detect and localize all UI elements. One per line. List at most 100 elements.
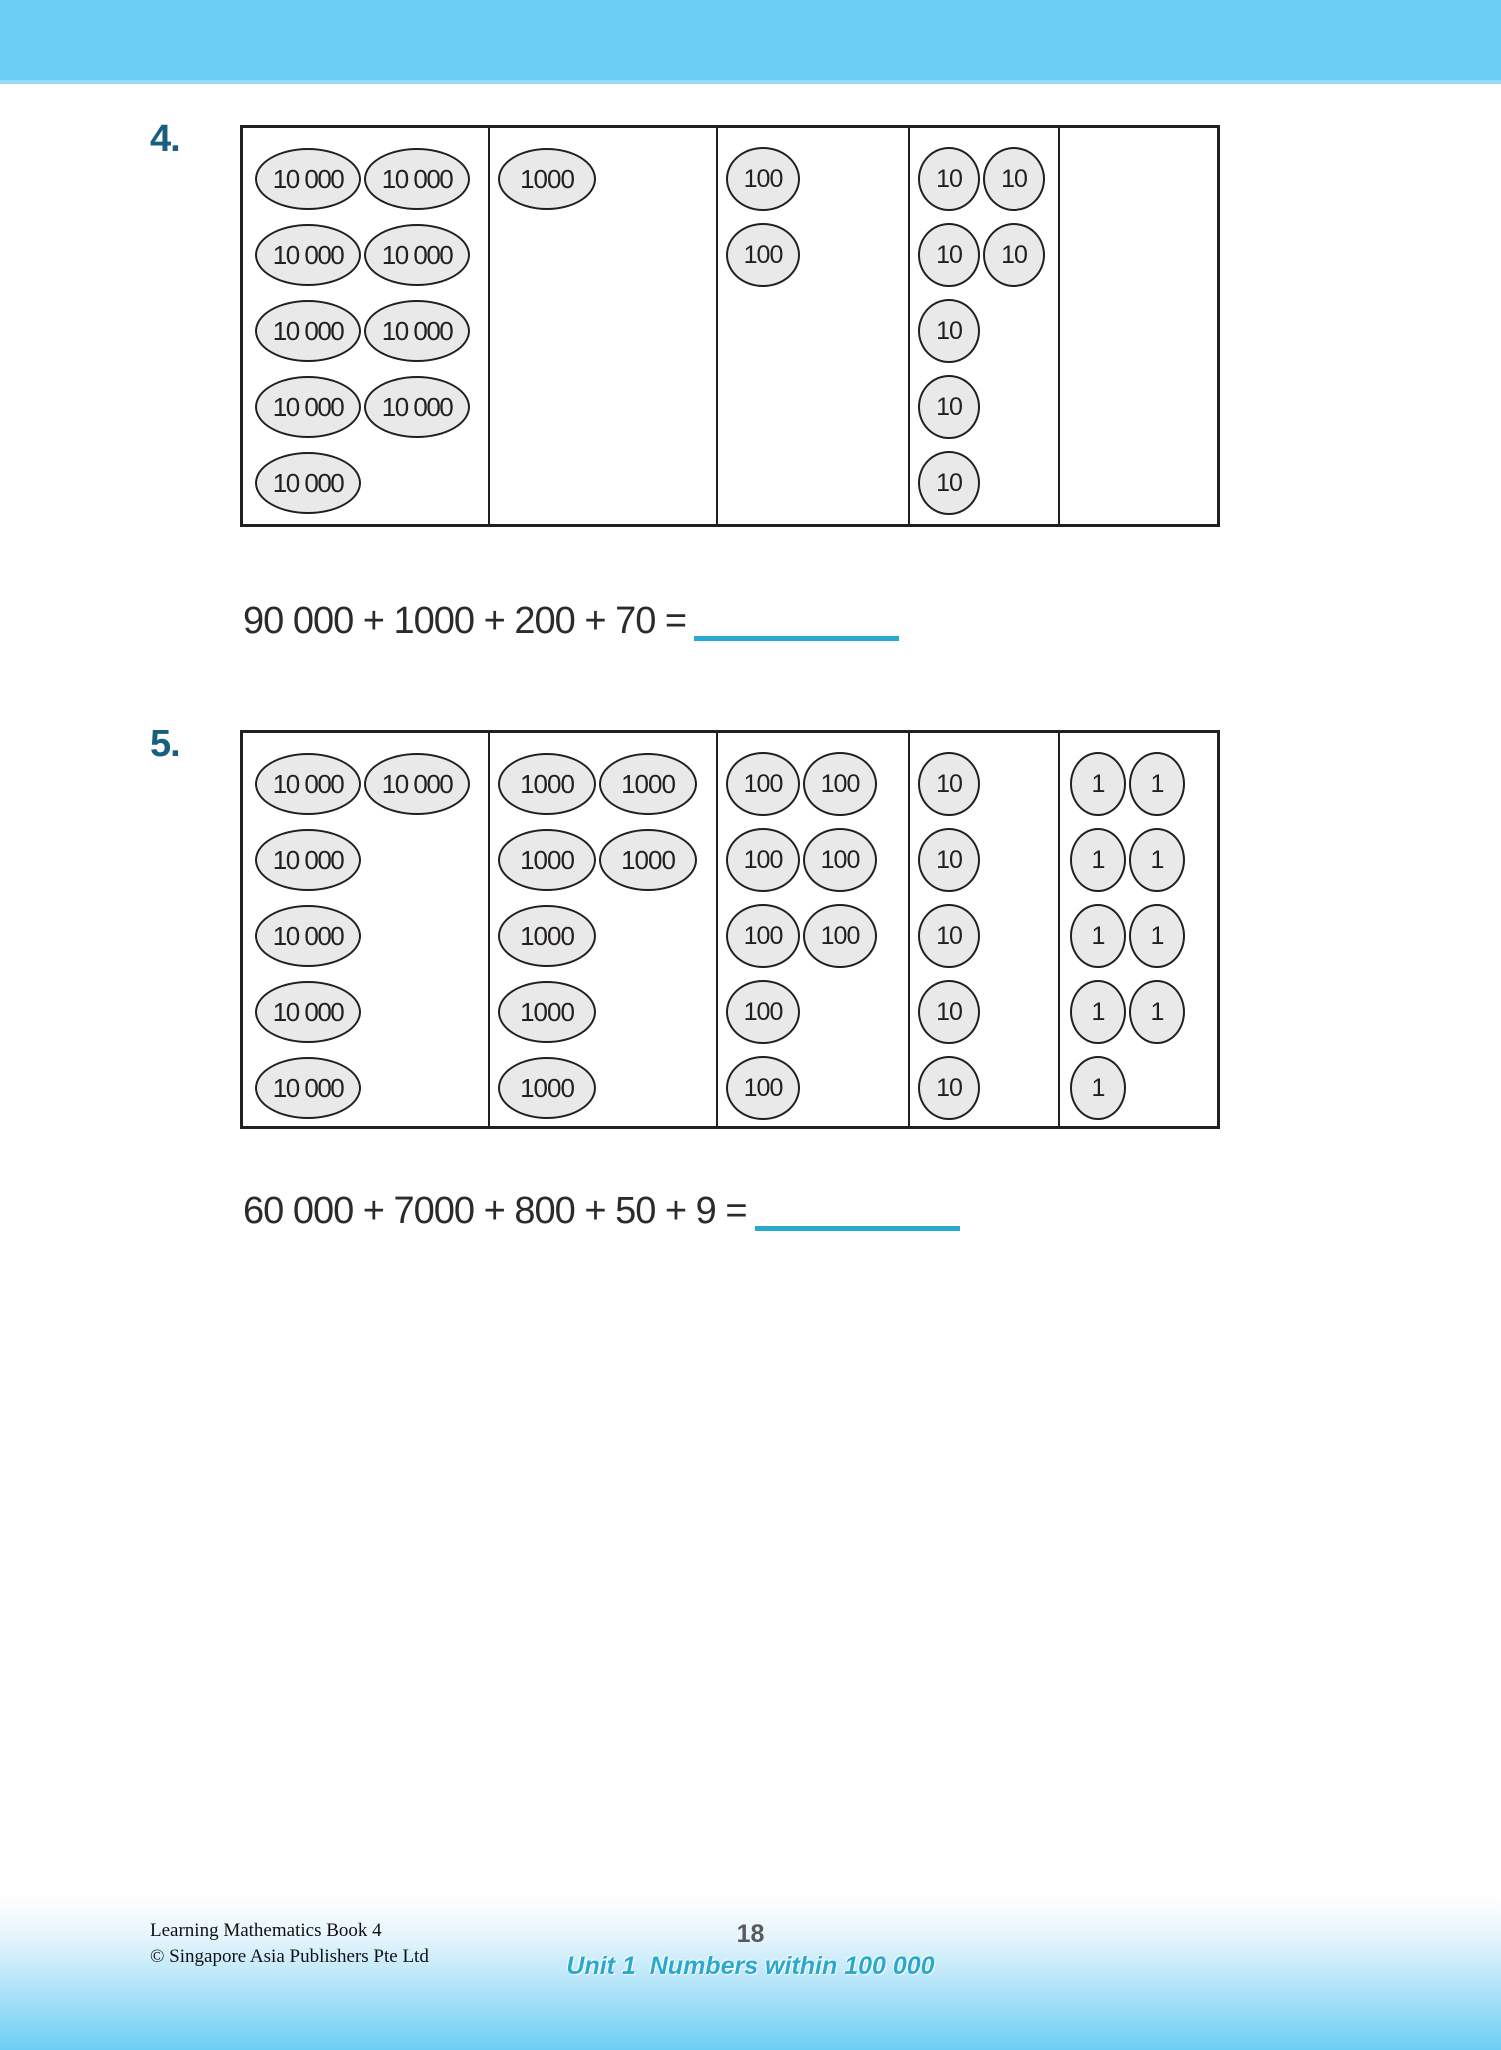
disc-row xyxy=(490,445,716,521)
disc-10000: 10 000 xyxy=(364,148,470,210)
disc-row: 10 000 xyxy=(243,974,488,1050)
disc-1000: 1000 xyxy=(599,829,697,891)
disc-10000: 10 000 xyxy=(255,905,361,967)
disc-100: 100 xyxy=(803,904,877,968)
disc-10000: 10 000 xyxy=(255,300,361,362)
top-banner xyxy=(0,0,1501,84)
disc-1: 1 xyxy=(1070,1056,1126,1120)
disc-row: 10 xyxy=(910,898,1058,974)
disc-row: 10 000 xyxy=(243,445,488,521)
disc-1: 1 xyxy=(1129,828,1185,892)
disc-100: 100 xyxy=(803,752,877,816)
disc-1000: 1000 xyxy=(599,753,697,815)
disc-10000: 10 000 xyxy=(255,981,361,1043)
page-number: 18 xyxy=(736,1920,765,1948)
expanded-form-equation: 90 000 + 1000 + 200 + 70 = xyxy=(243,598,900,644)
answer-blank xyxy=(694,636,900,641)
publisher-credits: Learning Mathematics Book 4 © Singapore … xyxy=(150,1918,429,1970)
disc-row: 10 xyxy=(910,746,1058,822)
disc-1: 1 xyxy=(1129,980,1185,1044)
disc-10: 10 xyxy=(918,299,980,363)
disc-row xyxy=(718,293,908,369)
disc-row: 100 xyxy=(718,1050,908,1126)
disc-row xyxy=(1060,369,1217,445)
disc-1000: 1000 xyxy=(498,148,596,210)
disc-1: 1 xyxy=(1070,980,1126,1044)
disc-10000: 10 000 xyxy=(255,753,361,815)
disc-100: 100 xyxy=(726,752,800,816)
disc-row: 1000 xyxy=(490,141,716,217)
copyright-line: © Singapore Asia Publishers Pte Ltd xyxy=(150,1946,429,1967)
disc-row xyxy=(718,445,908,521)
disc-row xyxy=(1060,445,1217,521)
disc-10: 10 xyxy=(918,451,980,515)
disc-100: 100 xyxy=(726,904,800,968)
disc-1000: 1000 xyxy=(498,981,596,1043)
disc-10000: 10 000 xyxy=(255,829,361,891)
disc-10: 10 xyxy=(918,752,980,816)
disc-1: 1 xyxy=(1070,752,1126,816)
disc-10: 10 xyxy=(918,147,980,211)
answer-blank xyxy=(754,1226,960,1231)
disc-row: 10 xyxy=(910,1050,1058,1126)
disc-100: 100 xyxy=(726,147,800,211)
disc-100: 100 xyxy=(726,1056,800,1120)
disc-row xyxy=(718,369,908,445)
equation-text: 60 000 + 7000 + 800 + 50 + 9 = xyxy=(243,1190,748,1232)
disc-row: 10 xyxy=(910,445,1058,521)
disc-10000: 10 000 xyxy=(364,376,470,438)
disc-10: 10 xyxy=(918,375,980,439)
disc-row xyxy=(490,369,716,445)
disc-row: 100 xyxy=(718,217,908,293)
disc-row: 10 000 xyxy=(243,822,488,898)
disc-10000: 10 000 xyxy=(255,1057,361,1119)
disc-100: 100 xyxy=(803,828,877,892)
disc-10000: 10 000 xyxy=(364,224,470,286)
disc-row: 1 xyxy=(1060,1050,1217,1126)
equation-text: 90 000 + 1000 + 200 + 70 = xyxy=(243,600,687,642)
expanded-form-equation: 60 000 + 7000 + 800 + 50 + 9 = xyxy=(243,1188,960,1234)
unit-title: Unit 1 Numbers within 100 000 xyxy=(566,1952,935,1980)
question-number: 5. xyxy=(150,723,181,765)
book-title: Learning Mathematics Book 4 xyxy=(150,1920,382,1941)
disc-row: 10 xyxy=(910,822,1058,898)
column-empty xyxy=(1060,128,1217,524)
disc-row: 1000 xyxy=(490,1050,716,1126)
disc-10000: 10 000 xyxy=(255,148,361,210)
question-number: 4. xyxy=(150,118,181,160)
disc-100: 100 xyxy=(726,223,800,287)
disc-row: 1000 xyxy=(490,898,716,974)
disc-row: 10 000 xyxy=(243,1050,488,1126)
disc-row: 10 000 xyxy=(243,898,488,974)
disc-100: 100 xyxy=(726,828,800,892)
disc-row: 10 xyxy=(910,293,1058,369)
disc-1: 1 xyxy=(1129,904,1185,968)
disc-1000: 1000 xyxy=(498,829,596,891)
disc-1000: 1000 xyxy=(498,905,596,967)
disc-row: 100 xyxy=(718,974,908,1050)
disc-10: 10 xyxy=(983,223,1045,287)
disc-1: 1 xyxy=(1070,828,1126,892)
disc-10: 10 xyxy=(983,147,1045,211)
disc-row: 1000 xyxy=(490,974,716,1050)
disc-10: 10 xyxy=(918,904,980,968)
disc-10000: 10 000 xyxy=(255,452,361,514)
